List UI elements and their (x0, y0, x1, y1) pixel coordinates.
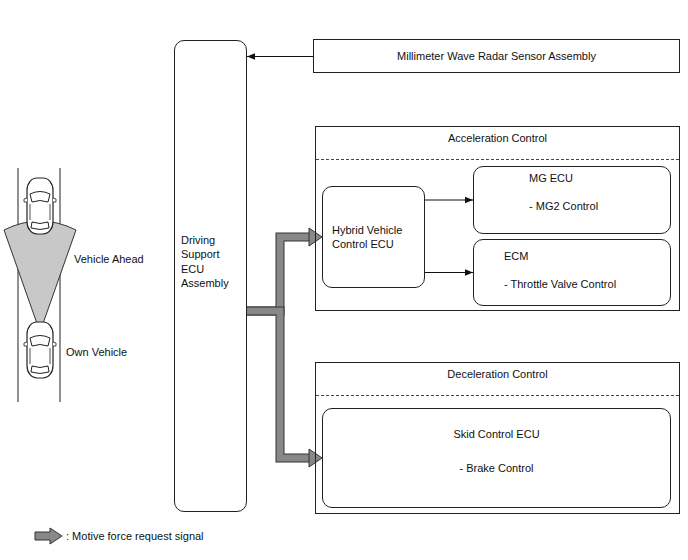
connector-line (425, 200, 473, 201)
ecu-box: Driving Support ECU Assembly (174, 40, 247, 512)
box-title: ECM (504, 249, 528, 263)
signal-arrow (247, 228, 322, 311)
box-body: - Throttle Valve Control (504, 277, 616, 291)
radar-cone (4, 221, 76, 332)
group-heading: Deceleration Control (316, 363, 679, 396)
vehicle-ahead-figure (24, 178, 56, 234)
group-heading: Acceleration Control (316, 127, 679, 160)
box-title: Driving Support ECU Assembly (181, 233, 241, 290)
legend-text: : Motive force request signal (66, 529, 204, 543)
connector-arrow (247, 56, 313, 57)
ecu-box: MG ECU - MG2 Control (473, 166, 671, 234)
connector-line (247, 56, 313, 57)
box-body: - MG2 Control (529, 199, 598, 213)
legend-arrow-sample (35, 528, 62, 544)
arrow-shaft (247, 237, 310, 311)
arrow-outline (247, 237, 310, 311)
control-group: Deceleration ControlSkid Control ECU - Br… (315, 362, 680, 514)
box-title: Millimeter Wave Radar Sensor Assembly (397, 49, 596, 63)
control-group: Acceleration ControlHybrid Vehicle Contr… (315, 126, 680, 311)
figure-label: Vehicle Ahead (74, 252, 144, 266)
sensor-box: Millimeter Wave Radar Sensor Assembly (313, 39, 680, 73)
arrow-outline (247, 311, 310, 458)
box-title: Skid Control ECU (453, 427, 539, 441)
road-line (60, 168, 61, 402)
box-title: Hybrid Vehicle Control ECU (332, 223, 418, 252)
connector-line (425, 272, 473, 273)
box-title: MG ECU (529, 171, 573, 185)
figure-label: Own Vehicle (66, 345, 127, 359)
ecu-box: Hybrid Vehicle Control ECU (322, 186, 425, 288)
connector-arrow (425, 272, 473, 273)
ecu-box: ECM - Throttle Valve Control (473, 239, 671, 306)
arrow-shaft (247, 311, 310, 458)
connector-arrow (425, 200, 473, 201)
ecu-box: Skid Control ECU - Brake Control (322, 408, 671, 508)
box-body: - Brake Control (460, 461, 534, 475)
road-line (18, 168, 19, 402)
signal-arrow (247, 311, 322, 467)
own-vehicle-figure (24, 322, 56, 378)
